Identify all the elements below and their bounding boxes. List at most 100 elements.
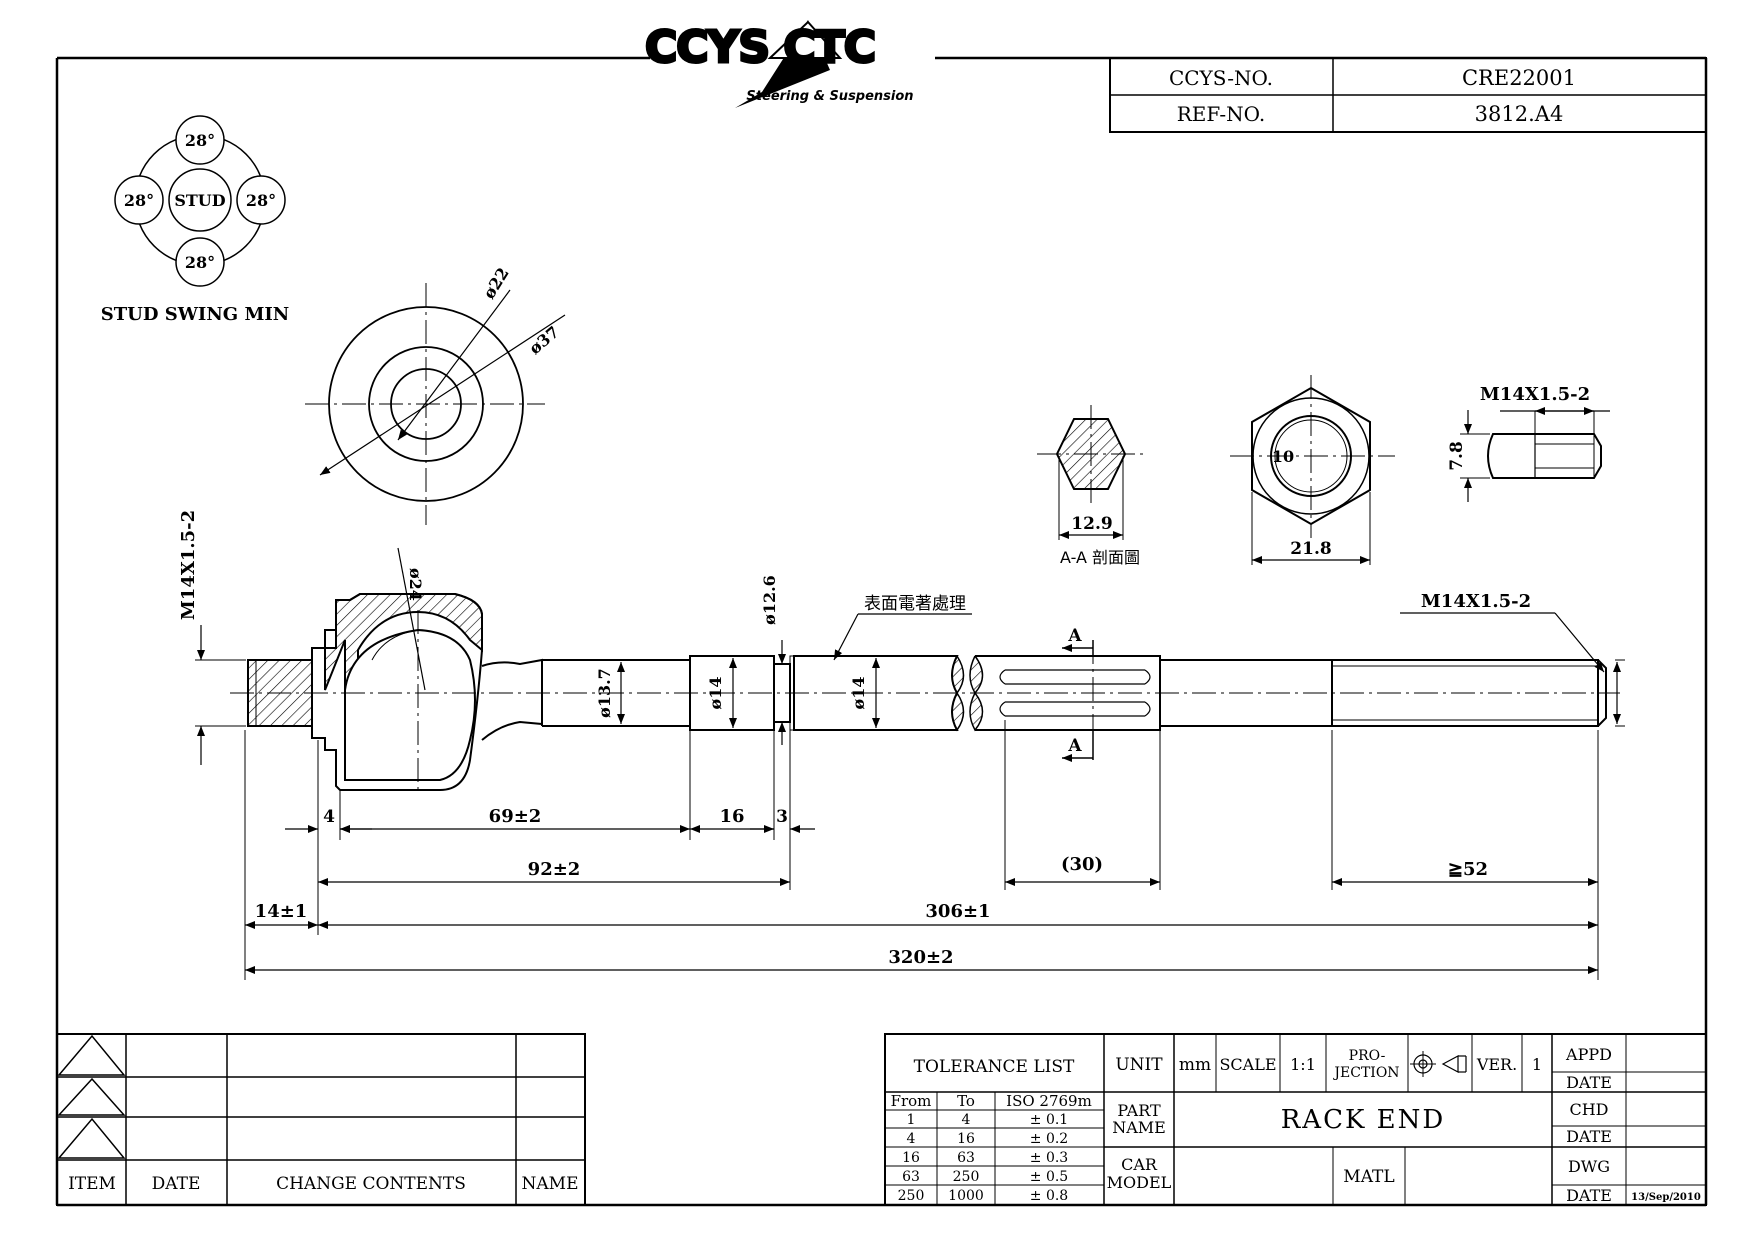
car-model-label-1: CAR [1121, 1155, 1158, 1174]
part-name-value: RACK END [1281, 1105, 1446, 1135]
dim-l30: (30) [1061, 854, 1103, 875]
tol-row-1-to: 4 [962, 1112, 971, 1128]
section-mark-a-bottom: A [1067, 736, 1082, 756]
dim-d24: ø24 [406, 568, 425, 601]
tolerance-rows: 1 4 ± 0.1 4 16 ± 0.2 16 63 ± 0.3 63 250 … [898, 1112, 1069, 1204]
dim-d13-7: ø13.7 [595, 668, 614, 718]
revision-table: ITEM DATE CHANGE CONTENTS NAME [56, 1033, 586, 1206]
rev-header-name: NAME [522, 1174, 579, 1194]
ver-value: 1 [1532, 1055, 1542, 1074]
matl-label: MATL [1343, 1167, 1394, 1187]
stud-swing-caption: STUD SWING MIN [101, 304, 290, 325]
title-block: TOLERANCE LIST From To ISO 2769m 1 4 ± 0… [884, 1033, 1707, 1206]
length-dims: 4 69±2 16 3 92±2 (30) ≧52 14±1 306±1 320… [244, 720, 1599, 980]
scale-label: SCALE [1219, 1055, 1276, 1074]
tol-row-2-from: 4 [907, 1131, 916, 1147]
tol-row-3-to: 63 [957, 1150, 975, 1166]
dim-thread-right: M14X1.5-2 [1421, 591, 1531, 612]
tol-row-4-to: 250 [953, 1169, 980, 1185]
end-view: ø22 ø37 [305, 264, 566, 525]
tol-row-5-tol: ± 0.8 [1030, 1188, 1068, 1204]
surface-treatment-note: 表面電著處理 [864, 594, 966, 614]
tol-row-3-tol: ± 0.3 [1030, 1150, 1068, 1166]
dim-l3: 3 [776, 807, 788, 827]
ccys-no-label: CCYS-NO. [1169, 66, 1273, 90]
dim-d22: ø22 [479, 264, 513, 302]
dim-d14-b: ø14 [849, 677, 868, 710]
rev-header-item: ITEM [68, 1174, 116, 1194]
tol-row-2-tol: ± 0.2 [1030, 1131, 1068, 1147]
dim-nut-7-8: 7.8 [1447, 441, 1467, 471]
tol-row-1-tol: ± 0.1 [1030, 1112, 1068, 1128]
dim-l52: ≧52 [1448, 859, 1488, 880]
tol-header-to: To [957, 1092, 975, 1110]
dim-nut-21-8: 21.8 [1290, 539, 1331, 559]
part-name-label-1: PART [1117, 1101, 1161, 1120]
dim-d37: ø37 [525, 322, 562, 358]
dim-hex-12-9: 12.9 [1071, 514, 1112, 534]
header-table: CCYS-NO. CRE22001 REF-NO. 3812.A4 [1109, 57, 1707, 133]
sheet-border [55, 56, 1708, 1207]
rev-header-change: CHANGE CONTENTS [276, 1174, 466, 1194]
unit-value: mm [1179, 1055, 1211, 1075]
shaft-diameter-dims: ø13.7 ø14 ø14 ø12.6 ø24 表面電著處理 M14X1.5-2… [178, 510, 1625, 765]
tol-row-5-to: 1000 [948, 1188, 984, 1204]
tolerance-title: TOLERANCE LIST [914, 1057, 1075, 1077]
dim-l306: 306±1 [925, 901, 990, 922]
dim-l320: 320±2 [888, 947, 953, 968]
part-name-label-2: NAME [1112, 1118, 1166, 1137]
dim-thread-left: M14X1.5-2 [178, 510, 199, 620]
dim-d12-6: ø12.6 [760, 575, 779, 625]
tol-row-5-from: 250 [898, 1188, 925, 1204]
appd-label: APPD [1565, 1045, 1612, 1064]
scale-value: 1:1 [1290, 1055, 1316, 1074]
dim-nut-10: 10 [1272, 447, 1294, 466]
dim-l16: 16 [719, 806, 744, 827]
dim-l4: 4 [323, 807, 335, 827]
ccys-no-value: CRE22001 [1462, 66, 1576, 90]
rev-header-date: DATE [152, 1174, 201, 1194]
tol-header-iso: ISO 2769m [1006, 1092, 1092, 1110]
date-label-2: DATE [1566, 1127, 1612, 1146]
dim-l92: 92±2 [528, 859, 581, 880]
date-label-3: DATE [1566, 1186, 1612, 1205]
projection-label-1: PRO- [1349, 1048, 1386, 1064]
swing-top: 28° [185, 131, 215, 150]
ref-no-value: 3812.A4 [1475, 102, 1564, 126]
dwg-label: DWG [1568, 1157, 1610, 1176]
car-model-label-2: MODEL [1107, 1173, 1172, 1192]
chd-label: CHD [1569, 1100, 1608, 1119]
nut-side-view: M14X1.5-2 7.8 [1447, 384, 1610, 502]
swing-center: STUD [174, 191, 225, 210]
section-mark-a-top: A [1067, 626, 1082, 646]
dwg-date-value: 13/Sep/2010 [1631, 1192, 1701, 1203]
section-label: A-A 剖面圖 [1060, 548, 1140, 567]
unit-label: UNIT [1115, 1055, 1163, 1075]
ref-no-label: REF-NO. [1177, 102, 1265, 126]
dim-d14-a: ø14 [706, 677, 725, 710]
dim-l14: 14±1 [255, 901, 308, 922]
tol-row-4-from: 63 [902, 1169, 920, 1185]
tol-row-4-tol: ± 0.5 [1030, 1169, 1068, 1185]
nut-front-view: 21.8 10 [1230, 375, 1395, 565]
swing-right: 28° [246, 191, 276, 210]
dim-l69: 69±2 [489, 806, 542, 827]
ver-label: VER. [1476, 1055, 1517, 1074]
tol-row-3-from: 16 [902, 1150, 920, 1166]
tol-row-2-to: 16 [957, 1131, 975, 1147]
rack-end-side-view: A A [230, 593, 1620, 795]
tol-header-from: From [891, 1092, 932, 1110]
projection-symbol-icon [1410, 1051, 1467, 1077]
dim-nut-thread: M14X1.5-2 [1480, 384, 1590, 405]
section-a-a: 12.9 A-A 剖面圖 [1037, 405, 1145, 567]
logo-tagline: Steering & Suspension [746, 89, 913, 104]
ccys-ctc-logo: CCYS CTC Steering & Suspension [643, 20, 914, 108]
swing-bottom: 28° [185, 253, 215, 272]
date-label-1: DATE [1566, 1073, 1612, 1092]
projection-label-2: JECTION [1332, 1065, 1399, 1081]
tol-row-1-from: 1 [907, 1112, 916, 1128]
swing-left: 28° [124, 191, 154, 210]
stud-swing-diagram: 28° 28° STUD 28° 28° STUD SWING MIN [101, 115, 290, 325]
logo-brand: CCYS CTC [645, 22, 875, 73]
